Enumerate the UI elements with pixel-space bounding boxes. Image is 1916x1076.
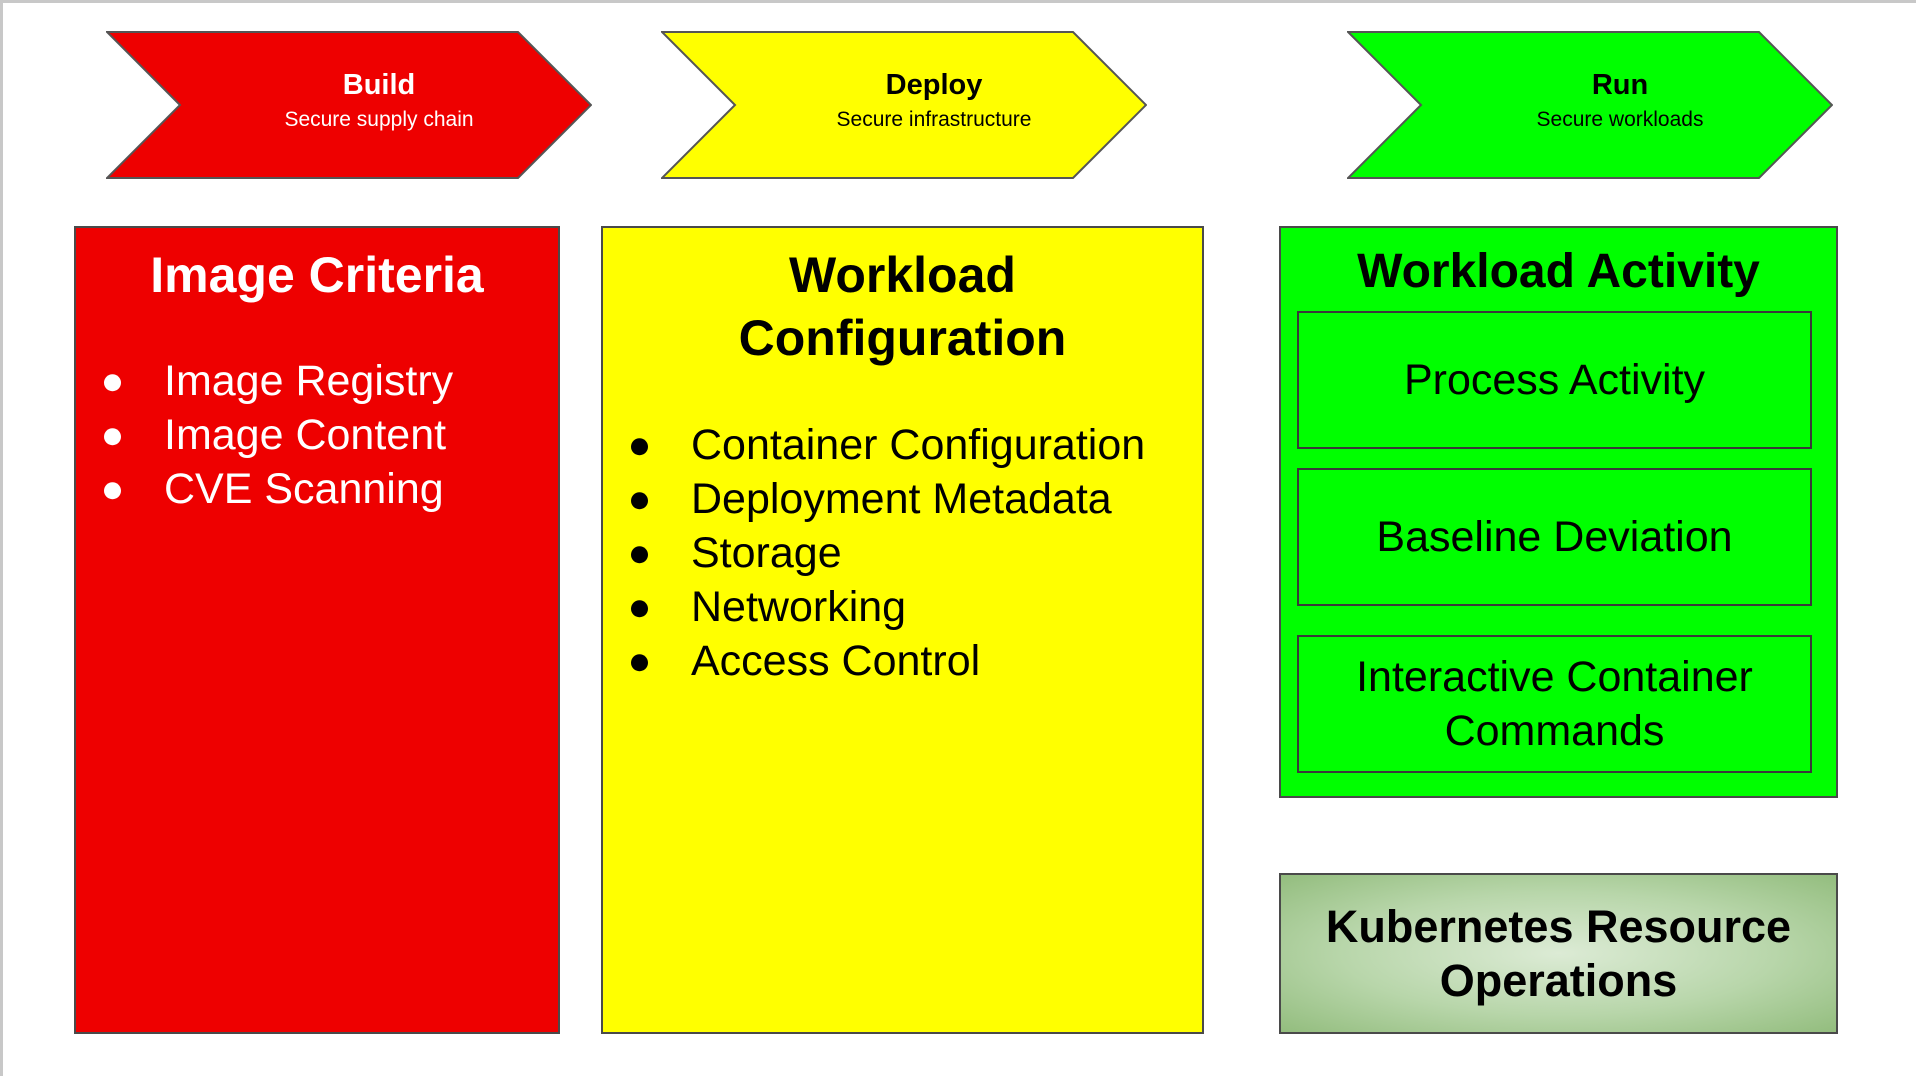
phase-run-chevron: Run Secure workloads <box>1347 31 1833 179</box>
list-item-label: Image Content <box>164 411 447 459</box>
list-item: CVE Scanning <box>104 462 558 516</box>
sub-box-label: Commands <box>1444 707 1665 755</box>
baseline-deviation-box: Baseline Deviation <box>1297 468 1812 606</box>
list-item-label: Container Configuration <box>691 421 1146 469</box>
slide-frame-left <box>0 0 3 1076</box>
workload-configuration-title: Workload Configuration <box>603 244 1202 370</box>
phase-title: Build <box>342 69 416 101</box>
list-item-label: CVE Scanning <box>164 465 444 513</box>
image-criteria-list: Image Registry Image Content CVE Scannin… <box>104 354 558 516</box>
list-item-label: Storage <box>691 529 842 577</box>
list-item-label: Networking <box>691 583 907 631</box>
bullet-icon <box>104 374 121 392</box>
phase-build-chevron: Build Secure supply chain <box>106 31 592 179</box>
chevron-shape <box>661 31 1147 179</box>
bullet-icon <box>104 482 121 500</box>
sub-box-label: Interactive Container <box>1356 653 1753 701</box>
process-activity-box: Process Activity <box>1297 311 1812 449</box>
bullet-icon <box>631 600 648 618</box>
bullet-icon <box>631 654 648 672</box>
sub-box-label: Baseline Deviation <box>1376 513 1733 561</box>
phase-subtitle: Secure infrastructure <box>836 107 1032 131</box>
workload-configuration-list: Container Configuration Deployment Metad… <box>631 418 1202 688</box>
chevron-shape <box>106 31 592 179</box>
list-item-label: Access Control <box>691 637 981 685</box>
list-item: Container Configuration <box>631 418 1202 472</box>
interactive-container-commands-box: Interactive Container Commands <box>1297 635 1812 773</box>
workload-activity-title: Workload Activity <box>1357 245 1760 298</box>
list-item-label: Image Registry <box>164 357 454 405</box>
list-item: Image Content <box>104 408 558 462</box>
phase-title: Run <box>1591 69 1649 101</box>
title-line: Workload <box>789 247 1016 303</box>
kubernetes-resource-operations-box: Kubernetes Resource Operations <box>1279 873 1838 1034</box>
phase-deploy-chevron: Deploy Secure infrastructure <box>661 31 1147 179</box>
image-criteria-box: Image Criteria Image Registry Image Cont… <box>74 226 560 1034</box>
bullet-icon <box>631 438 648 456</box>
sub-box-label: Process Activity <box>1403 356 1706 404</box>
phase-title: Deploy <box>885 69 983 101</box>
chevron-shape <box>1347 31 1833 179</box>
list-item-label: Deployment Metadata <box>691 475 1112 523</box>
title-line: Kubernetes Resource <box>1325 900 1792 952</box>
kubernetes-resource-operations-title: Kubernetes Resource Operations <box>1326 900 1791 1008</box>
workload-configuration-box: Workload Configuration Container Configu… <box>601 226 1204 1034</box>
list-item: Access Control <box>631 634 1202 688</box>
title-line: Configuration <box>738 310 1067 366</box>
phase-subtitle: Secure supply chain <box>284 107 474 131</box>
slide-frame-top <box>0 0 1916 3</box>
list-item: Image Registry <box>104 354 558 408</box>
phase-subtitle: Secure workloads <box>1536 107 1704 131</box>
bullet-icon <box>104 428 121 446</box>
list-item: Deployment Metadata <box>631 472 1202 526</box>
list-item: Networking <box>631 580 1202 634</box>
list-item: Storage <box>631 526 1202 580</box>
image-criteria-title: Image Criteria <box>150 247 484 303</box>
title-line: Operations <box>1439 954 1678 1006</box>
bullet-icon <box>631 492 648 510</box>
workload-activity-box: Workload Activity Process Activity Basel… <box>1279 226 1838 798</box>
bullet-icon <box>631 546 648 564</box>
